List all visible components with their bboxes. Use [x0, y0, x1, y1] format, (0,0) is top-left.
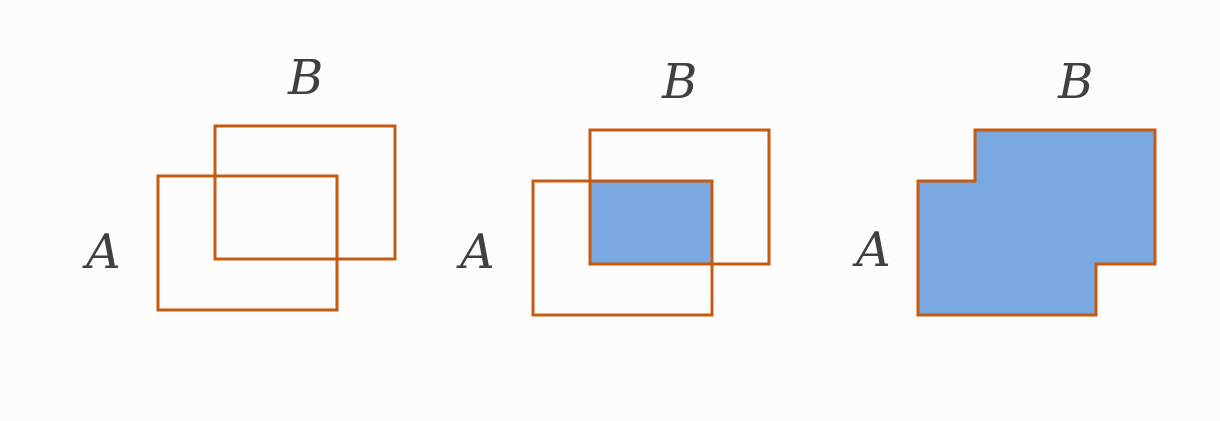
panel2-intersection-fill [590, 181, 712, 264]
panel3-union-shape [916, 128, 1157, 317]
panel1-rect-b [213, 124, 397, 261]
panel1-rect-a [156, 174, 339, 312]
panel1-label-a: A [86, 224, 121, 280]
panel-intersection [531, 128, 771, 317]
panel-rectangles [156, 124, 397, 312]
panel3-label-a: A [856, 222, 891, 278]
panel3-label-b: B [1058, 54, 1094, 110]
panel2-label-a: A [460, 224, 495, 280]
panel2-label-b: B [662, 54, 698, 110]
panel-union [916, 128, 1157, 317]
panel2-rect-a [531, 179, 714, 317]
panel2-rect-b [588, 128, 771, 266]
panel1-label-b: B [288, 50, 324, 106]
